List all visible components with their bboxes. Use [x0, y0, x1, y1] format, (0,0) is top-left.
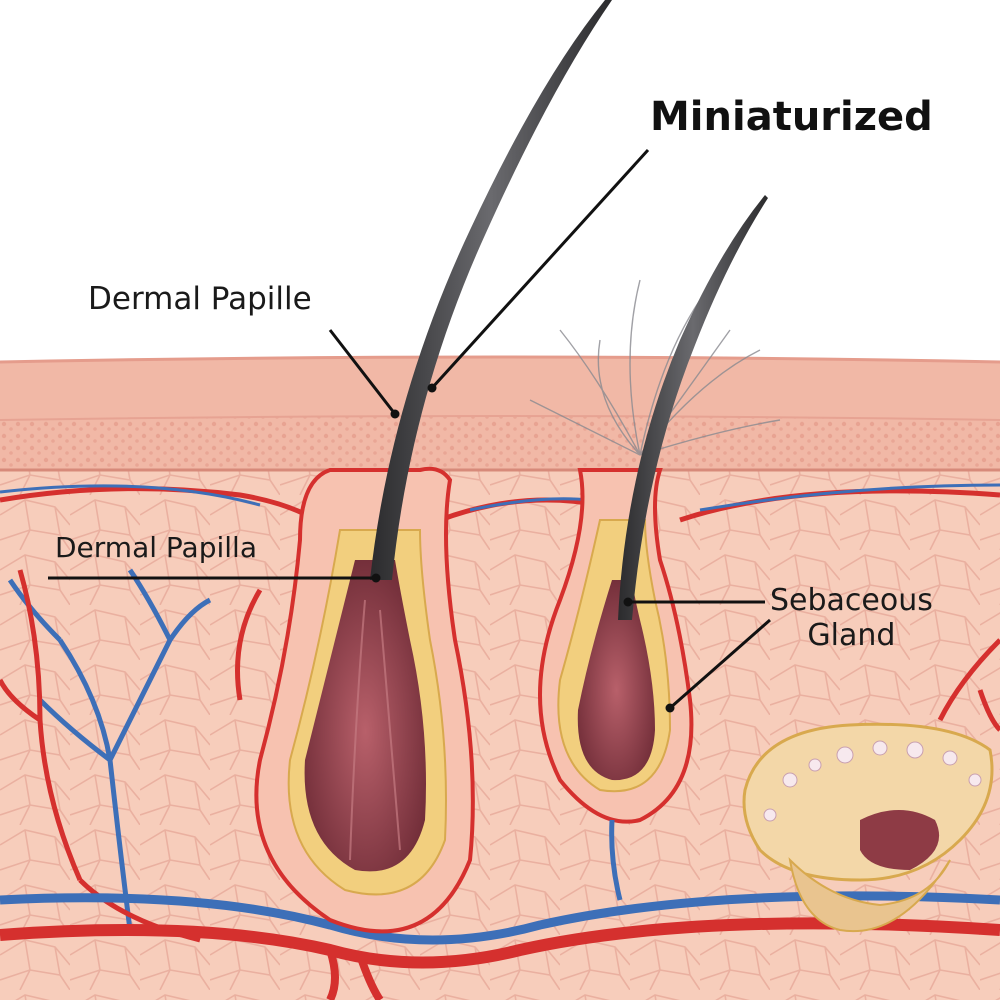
epidermis-dots: [0, 416, 1000, 470]
bottom-artery: [0, 917, 1000, 969]
leader-gland: [669, 618, 771, 710]
leader-lines: [48, 148, 771, 710]
label-sebaceous-gland: Sebaceous Gland: [770, 583, 933, 653]
label-miniaturized: Miniaturized: [650, 94, 933, 140]
label-dermal-papille: Dermal Papille: [88, 281, 312, 317]
terminal-hair-shaft: [370, 0, 612, 580]
left-artery-tree: [0, 569, 263, 943]
label-dermal-papilla: Dermal Papilla: [55, 531, 257, 564]
large-follicle: [254, 466, 475, 934]
miniaturized-hair-shaft: [618, 195, 768, 620]
label-sebaceous-line2: Gland: [807, 617, 896, 653]
upper-vein: [0, 483, 1000, 512]
bottom-vein: [0, 891, 1000, 945]
leader-dots: [371, 383, 675, 713]
small-follicle: [538, 468, 694, 901]
right-artery: [937, 638, 1000, 732]
sebaceous-gland: [742, 722, 994, 933]
leader-dermal-papille: [328, 329, 397, 415]
small-hair-bulb: [577, 580, 655, 781]
left-vein-tree: [7, 568, 212, 931]
label-sebaceous-line1: Sebaceous: [770, 583, 933, 618]
leader-miniaturized: [430, 148, 650, 390]
